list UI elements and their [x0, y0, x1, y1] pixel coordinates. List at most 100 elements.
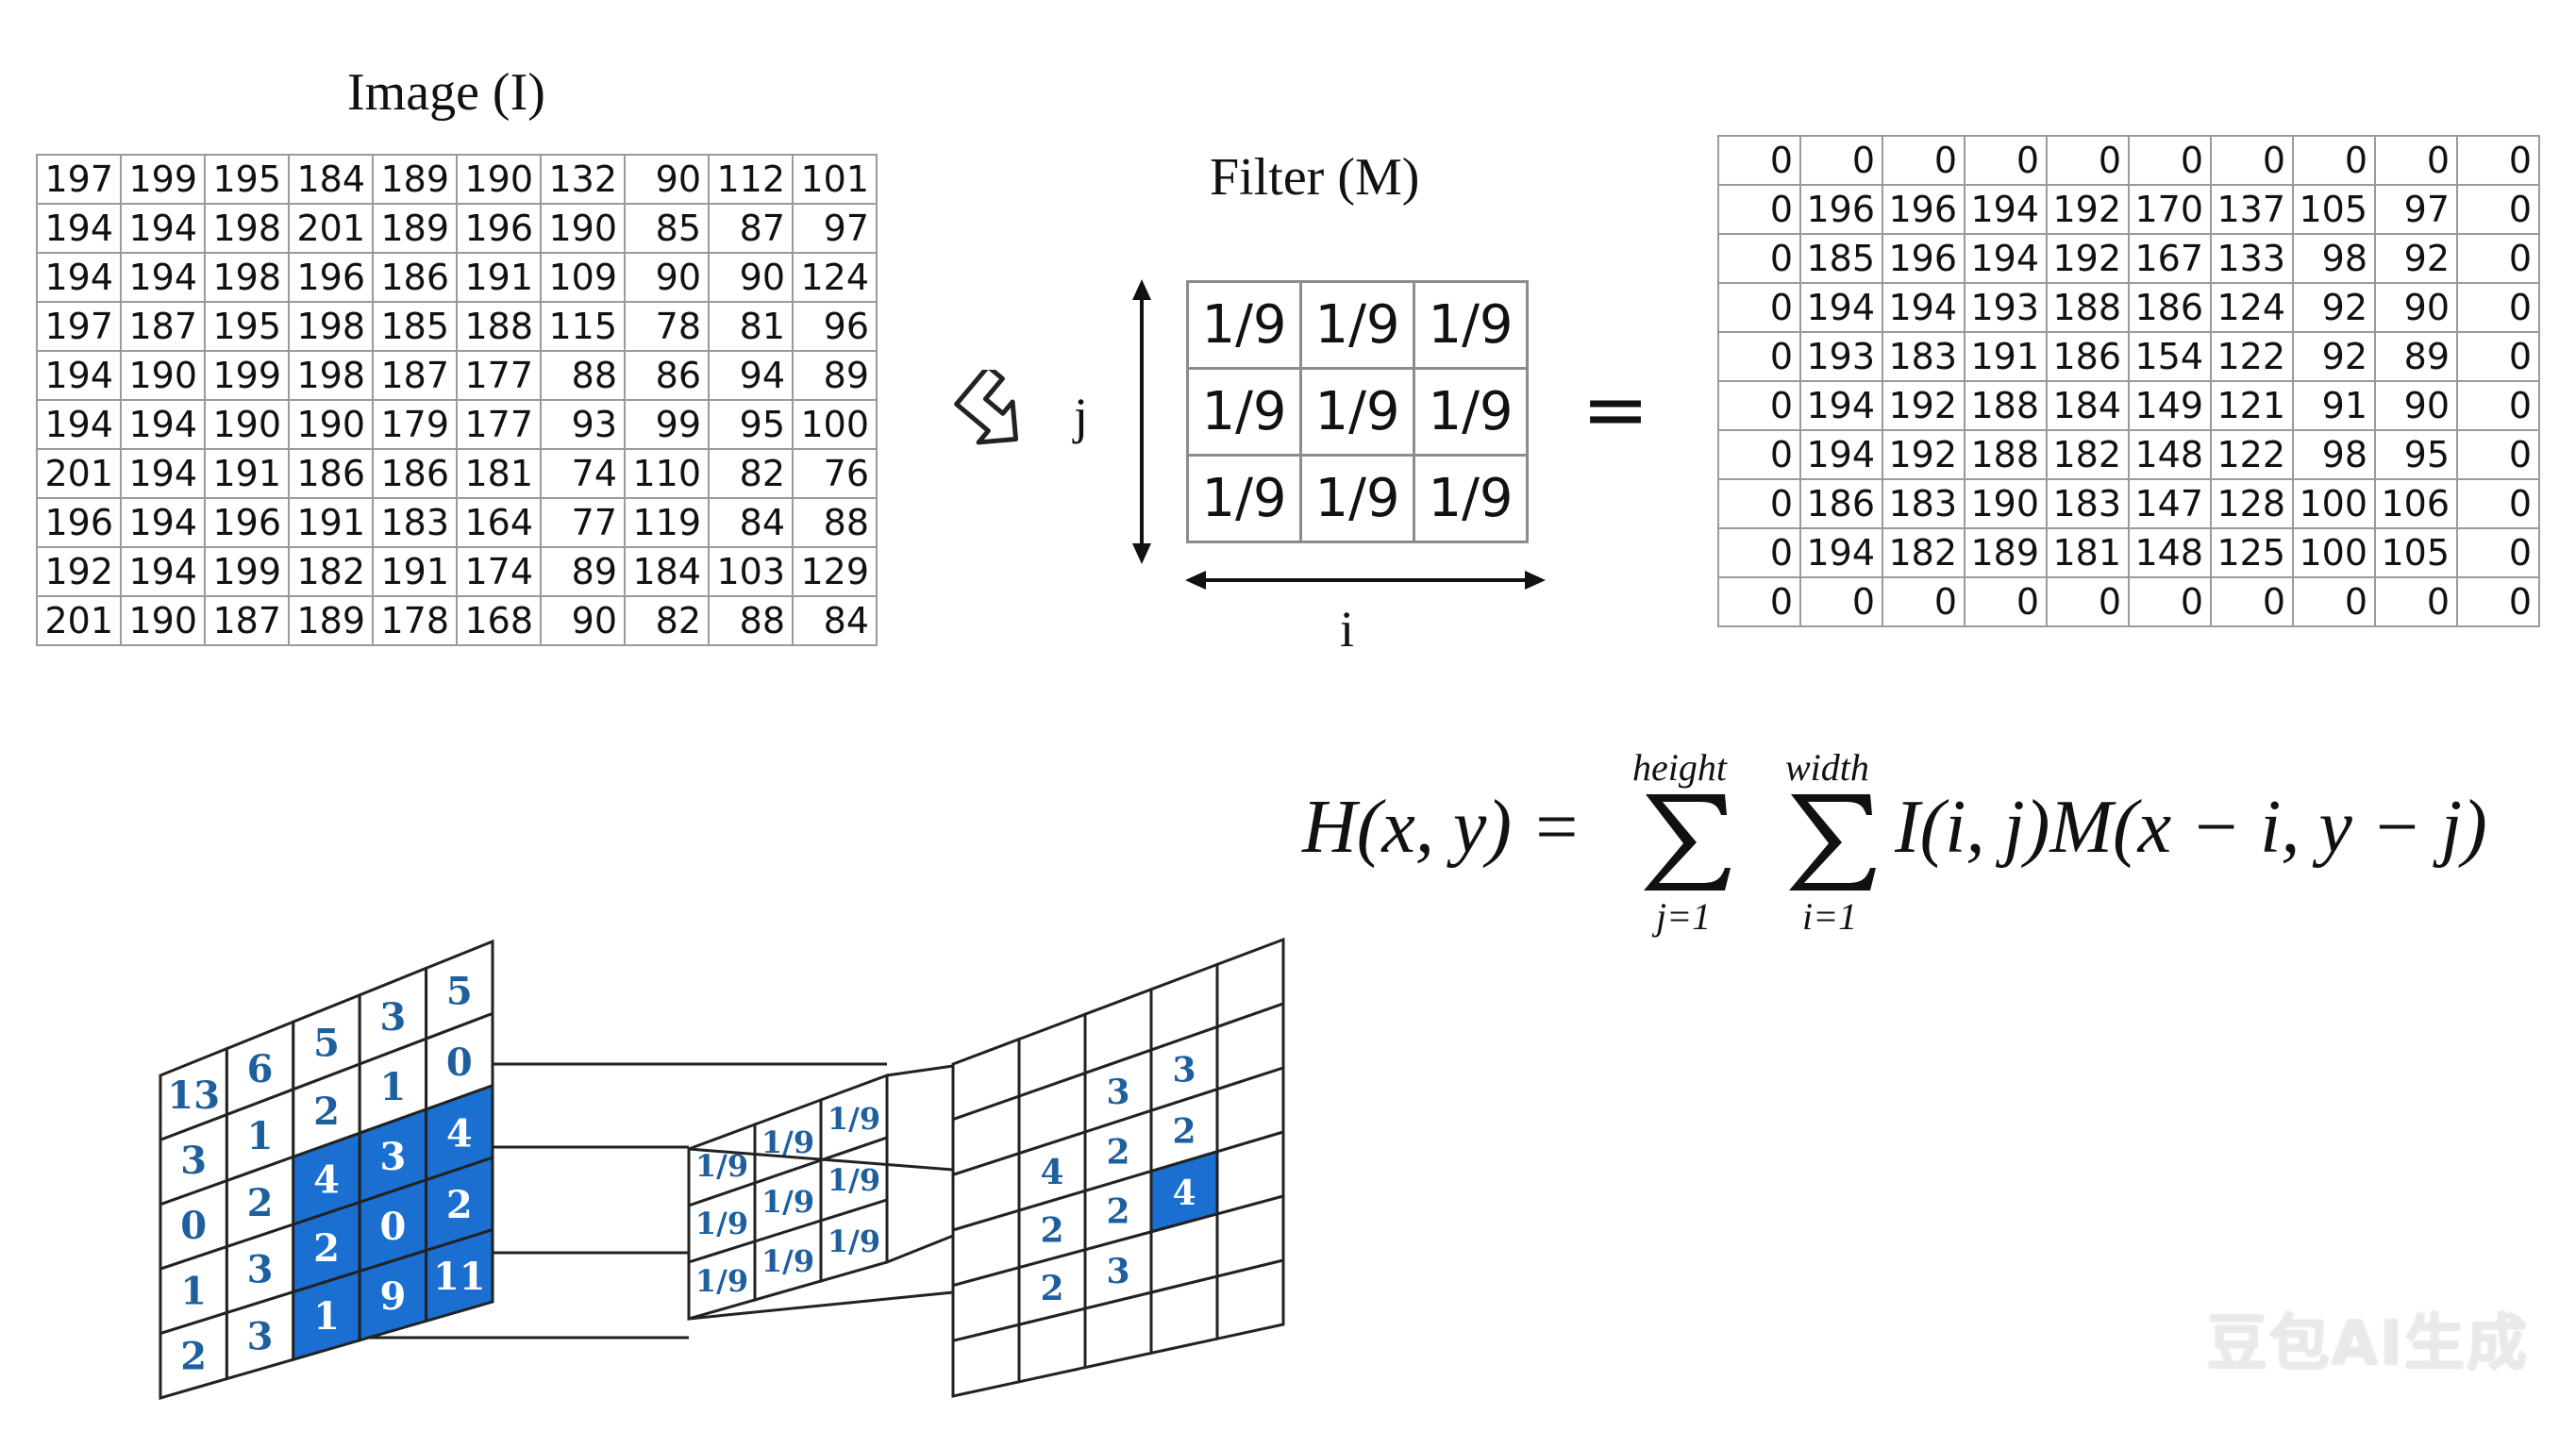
output-matrix-cell: 182: [2046, 429, 2130, 480]
kernel-plane-value: 1/9: [761, 1184, 814, 1220]
image-matrix-cell: 76: [792, 448, 878, 499]
output-matrix-cell: 189: [1964, 527, 2048, 578]
filter-matrix-cell: 1/9: [1413, 367, 1529, 457]
filter-matrix-cell: 1/9: [1299, 454, 1415, 543]
image-matrix-cell: 82: [624, 595, 710, 646]
image-matrix-cell: 194: [120, 203, 206, 254]
image-matrix-cell: 124: [792, 252, 878, 303]
output-matrix-cell: 192: [1882, 380, 1965, 431]
output-matrix-cell: 95: [2374, 429, 2458, 480]
filter-matrix-cell: 1/9: [1186, 280, 1302, 370]
output-matrix-cell: 0: [2046, 576, 2130, 627]
image-matrix-cell: 100: [792, 399, 878, 450]
input-plane-value: 1: [180, 1269, 207, 1313]
output-matrix-cell: 183: [1882, 331, 1965, 382]
input-plane-value: 2: [180, 1335, 207, 1379]
image-matrix-cell: 88: [792, 497, 878, 548]
output-matrix-cell: 0: [2456, 233, 2540, 284]
image-matrix-cell: 168: [456, 595, 542, 646]
output-matrix-cell: 137: [2210, 184, 2294, 235]
image-matrix-cell: 187: [120, 301, 206, 352]
input-plane-value: 0: [379, 1205, 406, 1249]
sum1-lower-limit: j=1: [1656, 895, 1712, 938]
image-matrix-cell: 84: [708, 497, 794, 548]
output-matrix-cell: 0: [2456, 331, 2540, 382]
image-title: Image (I): [347, 63, 545, 122]
output-matrix-cell: 0: [1799, 135, 1883, 186]
image-matrix-cell: 97: [792, 203, 878, 254]
output-matrix-cell: 0: [2128, 135, 2212, 186]
image-matrix-cell: 85: [624, 203, 710, 254]
axis-label-i: i: [1340, 601, 1355, 657]
output-matrix-cell: 91: [2292, 380, 2376, 431]
image-matrix-cell: 184: [624, 546, 710, 597]
input-plane-value: 3: [180, 1139, 207, 1183]
image-matrix-cell: 198: [204, 252, 290, 303]
output-matrix-cell: 0: [2210, 576, 2294, 627]
image-matrix-cell: 194: [36, 399, 122, 450]
output-plane-value: 2: [1106, 1192, 1129, 1232]
image-matrix-cell: 189: [372, 154, 458, 205]
image-matrix-cell: 196: [456, 203, 542, 254]
input-plane-value: 1: [313, 1294, 340, 1339]
image-matrix-cell: 112: [708, 154, 794, 205]
image-matrix-cell: 194: [120, 399, 206, 450]
output-matrix-cell: 0: [1717, 478, 1801, 529]
image-matrix-cell: 196: [204, 497, 290, 548]
output-matrix-cell: 194: [1799, 527, 1883, 578]
filter-matrix-cell: 1/9: [1413, 454, 1529, 543]
image-matrix-cell: 189: [288, 595, 374, 646]
output-matrix-cell: 194: [1964, 184, 2048, 235]
output-matrix-cell: 106: [2374, 478, 2458, 529]
output-matrix-cell: 186: [2046, 331, 2130, 382]
image-matrix-cell: 164: [456, 497, 542, 548]
output-matrix-cell: 183: [2046, 478, 2130, 529]
sum2-sigma-icon: [1789, 794, 1876, 890]
output-matrix-cell: 125: [2210, 527, 2294, 578]
image-matrix-cell: 87: [708, 203, 794, 254]
output-matrix-cell: 92: [2292, 282, 2376, 333]
input-plane-value: 4: [313, 1157, 340, 1202]
output-matrix-cell: 122: [2210, 429, 2294, 480]
output-matrix-cell: 0: [1717, 184, 1801, 235]
image-matrix-cell: 182: [288, 546, 374, 597]
image-matrix-cell: 129: [792, 546, 878, 597]
image-matrix-cell: 94: [708, 350, 794, 401]
input-plane-value: 1: [379, 1065, 406, 1109]
image-matrix-cell: 78: [624, 301, 710, 352]
image-matrix-cell: 195: [204, 301, 290, 352]
sum1-upper-limit: height: [1632, 746, 1727, 789]
filter-matrix-cell: 1/9: [1186, 454, 1302, 543]
output-matrix-cell: 196: [1882, 233, 1965, 284]
image-matrix-cell: 178: [372, 595, 458, 646]
output-matrix-cell: 0: [1964, 576, 2048, 627]
kernel-plane-value: 1/9: [695, 1206, 748, 1241]
output-matrix-cell: 188: [1964, 429, 2048, 480]
image-matrix-cell: 93: [540, 399, 626, 450]
output-matrix-cell: 0: [1717, 527, 1801, 578]
output-matrix-cell: 90: [2374, 380, 2458, 431]
image-matrix-cell: 103: [708, 546, 794, 597]
output-matrix-cell: 0: [1717, 233, 1801, 284]
watermark: 豆包AI生成: [2206, 1309, 2529, 1379]
image-matrix-cell: 197: [36, 301, 122, 352]
output-matrix-cell: 133: [2210, 233, 2294, 284]
output-matrix-cell: 122: [2210, 331, 2294, 382]
image-matrix-cell: 99: [624, 399, 710, 450]
image-matrix-cell: 187: [204, 595, 290, 646]
image-matrix-cell: 194: [120, 497, 206, 548]
output-matrix-cell: 0: [2456, 135, 2540, 186]
output-matrix-cell: 0: [1717, 135, 1801, 186]
image-matrix-cell: 186: [372, 252, 458, 303]
output-plane-value: 3: [1106, 1073, 1129, 1112]
output-matrix-cell: 92: [2374, 233, 2458, 284]
